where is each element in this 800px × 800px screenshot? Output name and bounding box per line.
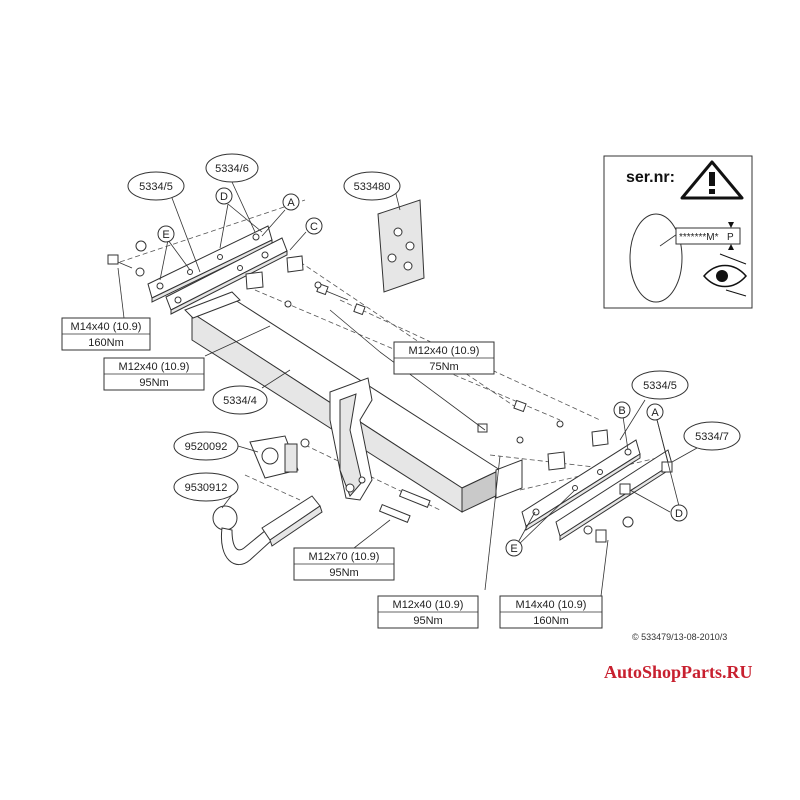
letter-label: E: [510, 543, 517, 555]
center-bracket: [329, 377, 373, 501]
bolt-spec: M14x40 (10.9): [71, 321, 142, 333]
torque-spec: 160Nm: [533, 615, 568, 627]
tow-ball-neck-9530912: [212, 495, 323, 565]
letter-D-right: D: [670, 504, 688, 522]
callout-label: 5334/5: [643, 380, 677, 392]
letter-B-right: B: [613, 401, 631, 419]
callout-5334-7: 5334/7: [683, 421, 741, 451]
callout-5334-6: 5334/6: [205, 153, 259, 183]
bolt-spec: M12x40 (10.9): [393, 599, 464, 611]
eye-icon: [703, 253, 747, 297]
callout-5334-5-left: 5334/5: [127, 171, 185, 201]
letter-label: B: [618, 405, 625, 417]
torque-box-m14-left: M14x40 (10.9) 160Nm: [61, 317, 151, 351]
callout-label: 9530912: [185, 482, 228, 494]
bolts-m12x70: [300, 438, 431, 523]
serial-number-panel: ser.nr: *******M* P: [603, 155, 753, 309]
torque-box-m12-center: M12x40 (10.9) 75Nm: [393, 341, 495, 375]
torque-box-m12-bottom: M12x40 (10.9) 95Nm: [377, 595, 479, 629]
callout-9520092: 9520092: [173, 431, 239, 461]
callout-label: 5334/6: [215, 163, 249, 175]
letter-E-bottom: E: [505, 539, 523, 557]
bolt-m14-left: [107, 240, 147, 277]
callout-5334-5-right: 5334/5: [631, 370, 689, 400]
spacer-blocks-left: [245, 255, 304, 290]
letter-label: D: [675, 508, 683, 520]
letter-A-right: A: [646, 403, 664, 421]
right-mounting-plate-5334-7: [555, 449, 673, 541]
torque-box-m12-left: M12x40 (10.9) 95Nm: [103, 357, 205, 391]
letter-A-top: A: [282, 193, 300, 211]
callout-5334-4: 5334/4: [212, 385, 268, 415]
bolt-spec: M12x40 (10.9): [409, 345, 480, 357]
torque-spec: 160Nm: [88, 337, 123, 349]
bolt-spec: M12x40 (10.9): [119, 361, 190, 373]
callout-label: 5334/7: [695, 431, 729, 443]
callout-9530912: 9530912: [173, 472, 239, 502]
letter-label: D: [220, 191, 228, 203]
warning-triangle-icon: [680, 160, 744, 200]
torque-box-m12x70: M12x70 (10.9) 95Nm: [293, 547, 395, 581]
callout-label: 533480: [354, 181, 391, 193]
letter-label: A: [287, 197, 295, 209]
letter-label: C: [310, 221, 318, 233]
copyright-note: © 533479/13-08-2010/3: [632, 632, 728, 642]
letter-label: E: [162, 229, 169, 241]
leader-lines: [117, 181, 698, 605]
letter-C-top: C: [305, 217, 323, 235]
callout-533480: 533480: [343, 171, 401, 201]
left-mounting-plate-5334-6: [165, 237, 288, 315]
callout-label: 5334/5: [139, 181, 173, 193]
callout-label: 9520092: [185, 441, 228, 453]
letter-E-top: E: [157, 225, 175, 243]
serial-plate-text: *******M*: [679, 232, 719, 243]
callout-label: 5334/4: [223, 395, 257, 407]
serial-plate: *******M* P: [675, 227, 741, 245]
hardware-kit-533480: [377, 199, 425, 293]
letter-label: A: [651, 407, 659, 419]
socket-bracket-9520092: [249, 435, 299, 479]
torque-spec: 95Nm: [139, 377, 168, 389]
torque-spec: 95Nm: [329, 567, 358, 579]
torque-spec: 75Nm: [429, 361, 458, 373]
bolt-spec: M14x40 (10.9): [516, 599, 587, 611]
bolt-spec: M12x70 (10.9): [309, 551, 380, 563]
bolts-m12-center: [284, 281, 564, 444]
serial-plate-p: P: [727, 232, 734, 243]
spacer-blocks-right: [547, 429, 634, 543]
letter-D-top: D: [215, 187, 233, 205]
watermark-logo[interactable]: AutoShopParts.RU: [604, 662, 753, 682]
serial-title: ser.nr:: [626, 169, 675, 186]
torque-spec: 95Nm: [413, 615, 442, 627]
torque-box-m14-right: M14x40 (10.9) 160Nm: [499, 595, 603, 629]
